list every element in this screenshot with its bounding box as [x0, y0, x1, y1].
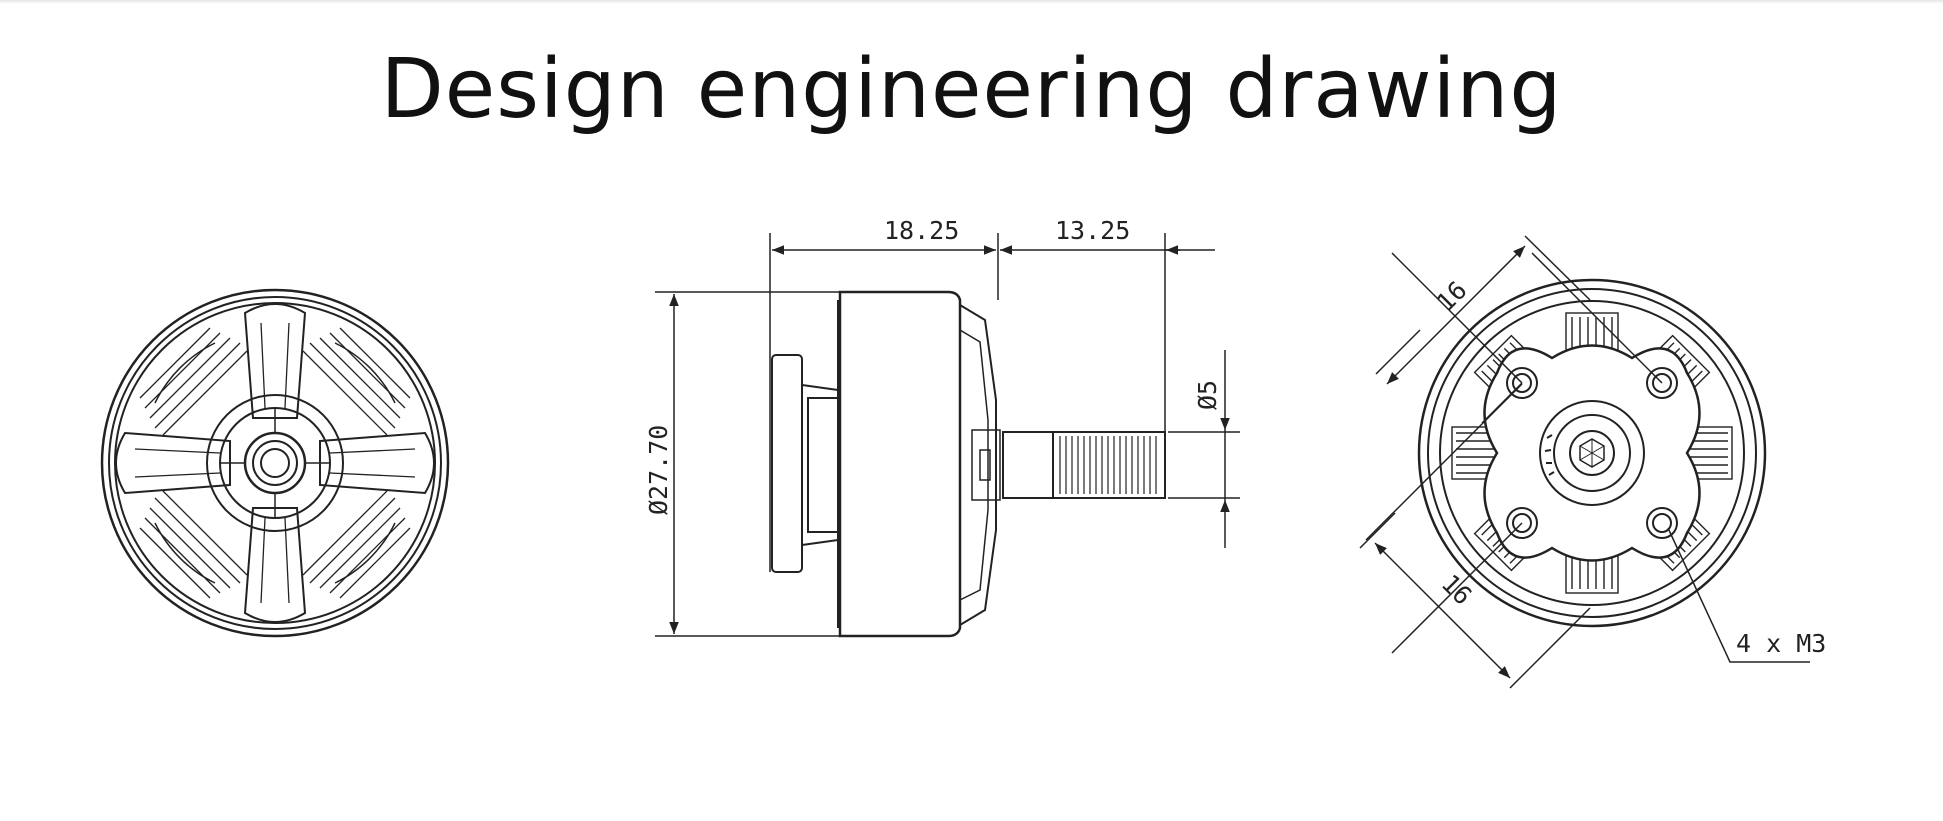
page-title: Design engineering drawing: [380, 42, 1563, 137]
top-divider: [0, 0, 1943, 4]
dim-shaft-length: 13.25: [1055, 216, 1130, 245]
dim-body-diameter: Ø27.70: [644, 425, 673, 515]
dim-rear-length: 18.25: [884, 216, 959, 245]
dim-mount-screws: 4 x M3: [1736, 629, 1826, 658]
motor-bottom-view: [1391, 252, 1767, 654]
dim-mount-spacing-bottom: 16: [1436, 569, 1478, 611]
mount-dimension-lines: [1359, 235, 1810, 689]
dim-mount-spacing-top: 16: [1431, 275, 1473, 317]
motor-top-view: [100, 288, 450, 638]
motor-side-view: [655, 233, 1240, 638]
dim-shaft-diameter: Ø5: [1193, 380, 1222, 410]
